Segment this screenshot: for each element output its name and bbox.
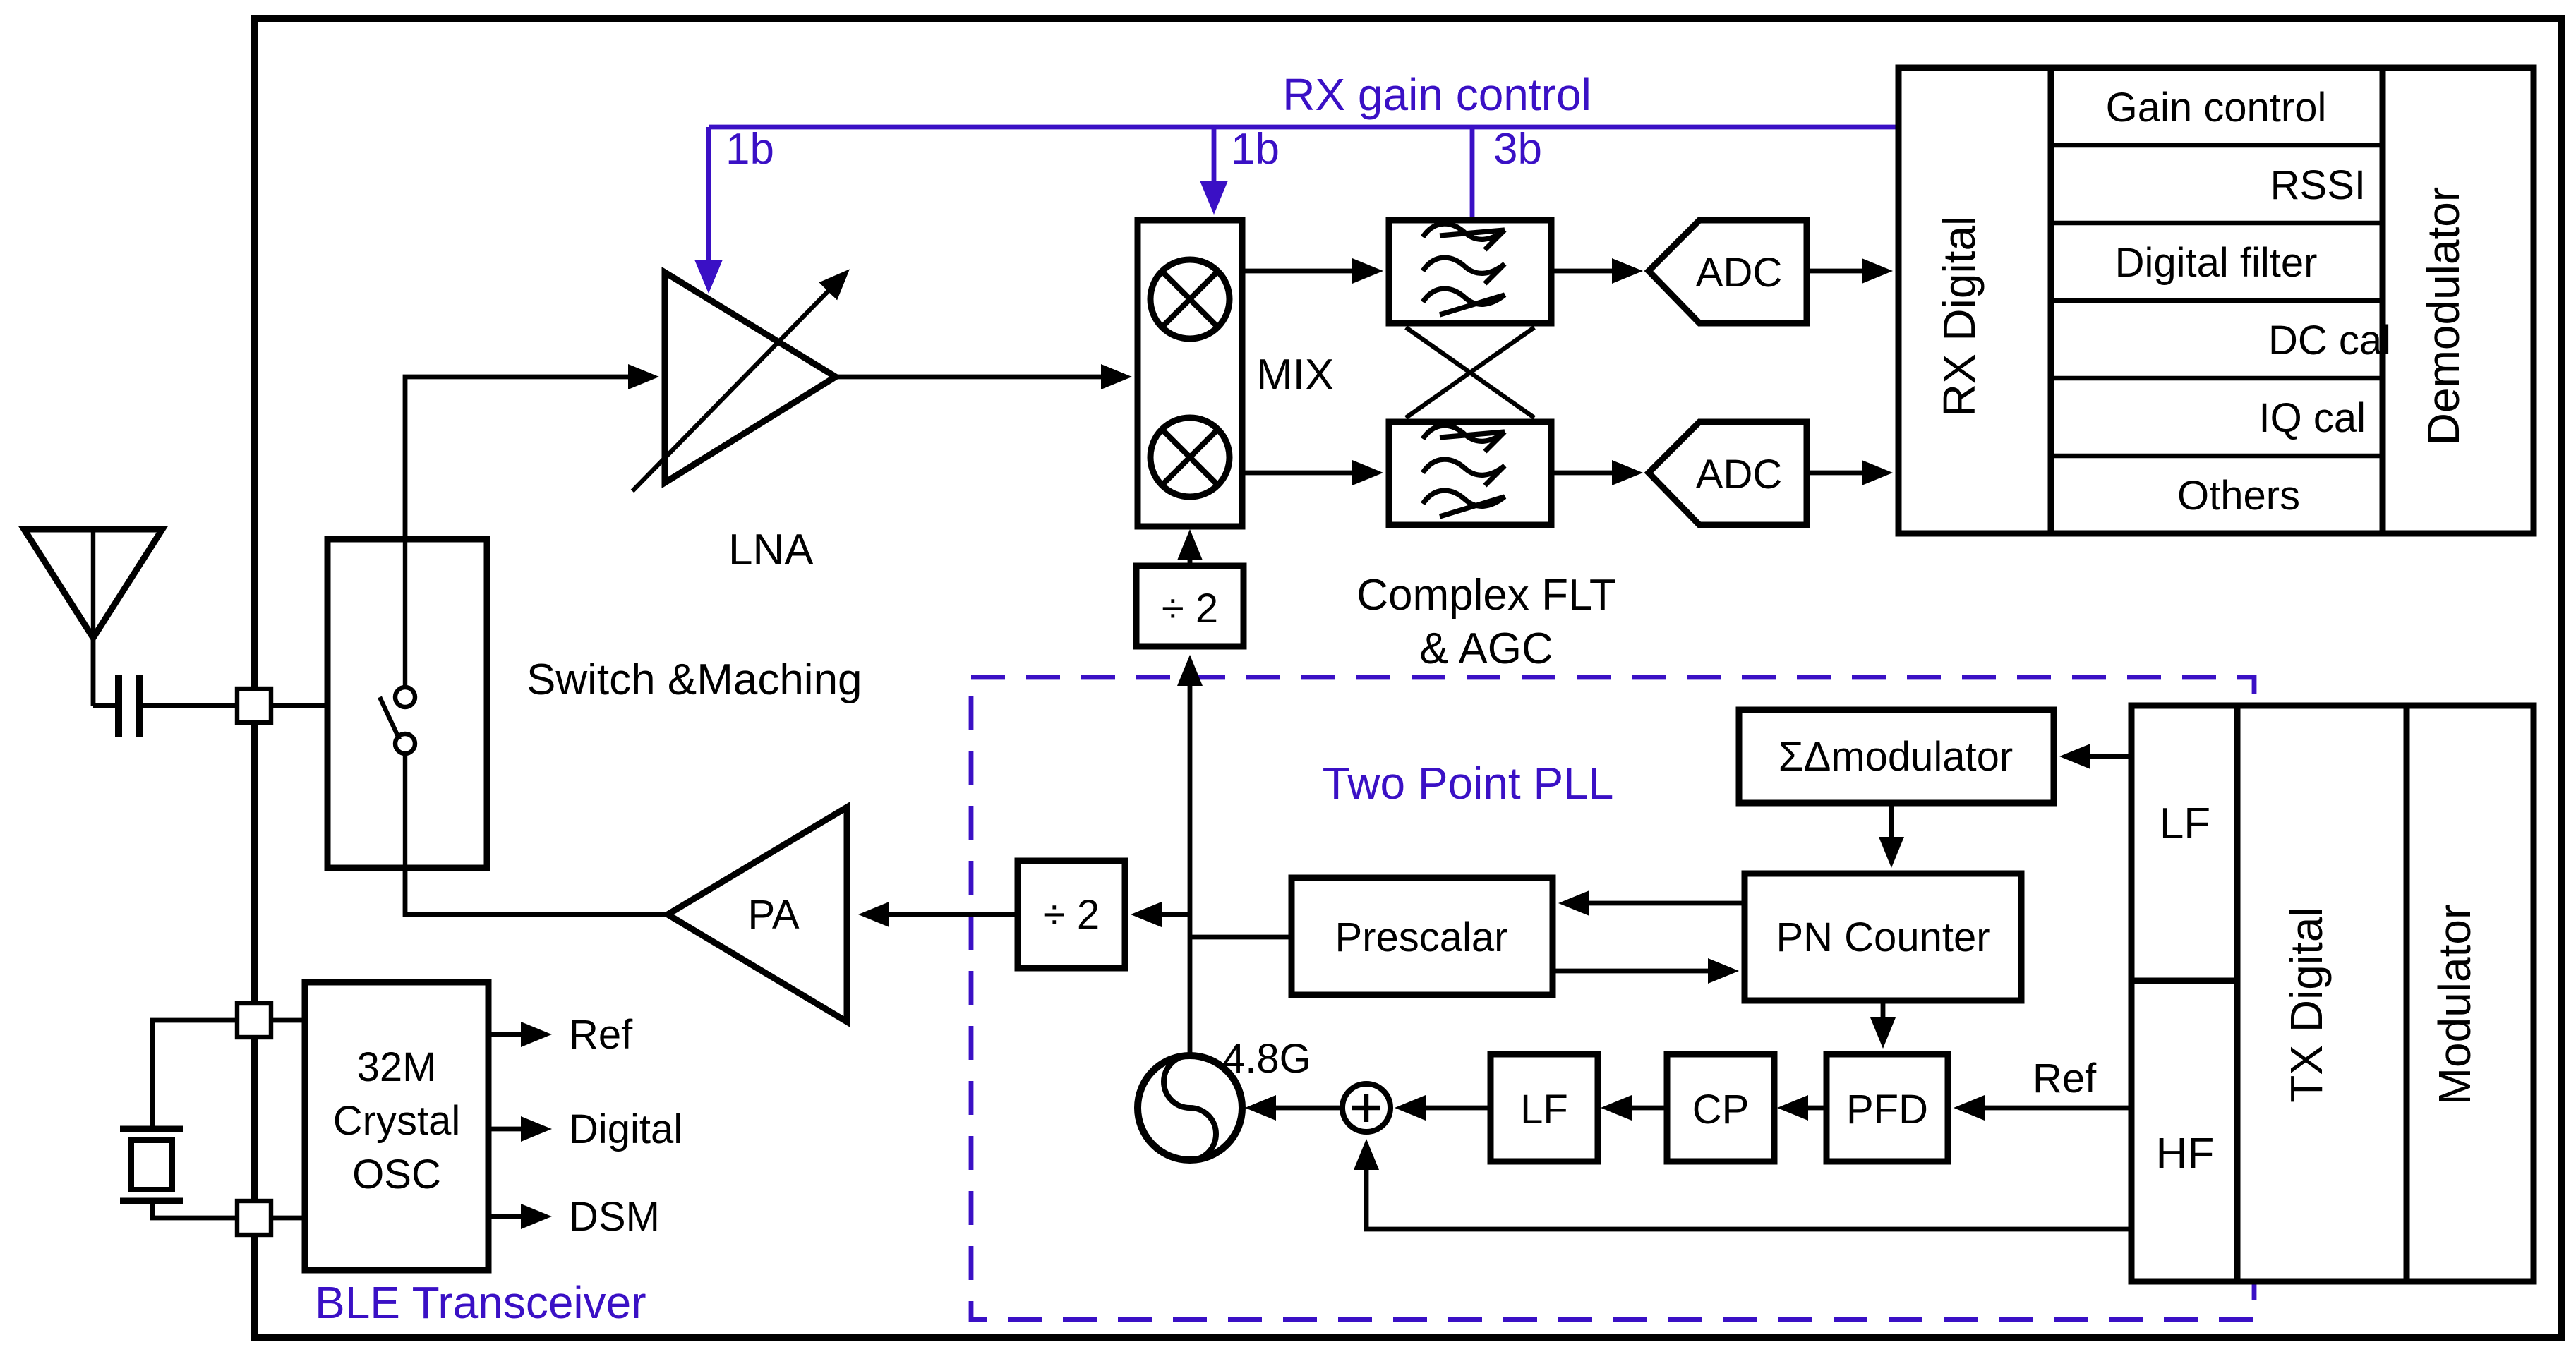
xtal-pin-node-bottom bbox=[234, 1198, 274, 1238]
rx-digital-label: RX Digital bbox=[1934, 216, 1985, 417]
tx-digital-label: TX Digital bbox=[2281, 907, 2332, 1102]
prescalar-label: Prescalar bbox=[1335, 914, 1508, 960]
rx-row-iq-cal: IQ cal bbox=[2259, 395, 2366, 441]
xtal-pin-node-top bbox=[234, 1001, 274, 1040]
complex-flt-caption-line1: Complex FLT bbox=[1356, 571, 1616, 620]
tx-div2-box bbox=[1014, 857, 1128, 972]
tx-div2-label: ÷ 2 bbox=[1043, 892, 1100, 938]
mixer-i-icon bbox=[1147, 256, 1233, 342]
pa-amplifier bbox=[661, 802, 850, 1027]
wire-switch-to-lna bbox=[402, 364, 659, 539]
tx-digital-block bbox=[2128, 702, 2537, 1285]
sum-node-icon bbox=[1340, 1081, 1393, 1135]
mixer-q-icon bbox=[1147, 414, 1233, 500]
mix-label: MIX bbox=[1256, 351, 1334, 399]
osc-out-ref-label: Ref bbox=[569, 1012, 633, 1058]
pfd-box bbox=[1823, 1051, 1951, 1165]
modulator-label: Modulator bbox=[2429, 905, 2480, 1106]
rx-row-dc-cal: DC cal bbox=[2268, 318, 2391, 363]
vco-icon bbox=[1134, 1052, 1246, 1164]
wire-crystal-top bbox=[150, 1017, 237, 1129]
charge-pump-label: CP bbox=[1692, 1087, 1750, 1132]
rx-row-separators bbox=[2051, 143, 2383, 459]
tap-mix-width-label: 1b bbox=[1231, 125, 1280, 174]
two-point-pll-label: Two Point PLL bbox=[1323, 758, 1614, 809]
osc-out-dsm-label: DSM bbox=[569, 1194, 660, 1240]
demodulator-label: Demodulator bbox=[2418, 187, 2469, 445]
osc-label-line2: Crystal bbox=[333, 1098, 460, 1144]
lna-label: LNA bbox=[728, 526, 814, 574]
tx-hf-label: HF bbox=[2156, 1130, 2215, 1178]
sdm-label: ΣΔmodulator bbox=[1778, 734, 2014, 780]
filter-waves-icon bbox=[1421, 221, 1507, 318]
pa-label: PA bbox=[747, 892, 799, 938]
osc-label-line3: OSC bbox=[352, 1152, 441, 1197]
pn-counter-label: PN Counter bbox=[1776, 914, 1990, 960]
pfd-label: PFD bbox=[1846, 1087, 1928, 1132]
antenna-icon bbox=[18, 526, 169, 706]
pll-ref-label: Ref bbox=[2033, 1056, 2097, 1101]
sdm-box bbox=[1735, 706, 2057, 807]
wire-crystal-bottom bbox=[150, 1201, 237, 1221]
rx-gain-control-label: RX gain control bbox=[1282, 69, 1591, 120]
filter-waves-icon bbox=[1421, 423, 1507, 519]
adc-i-label: ADC bbox=[1696, 250, 1782, 296]
antenna-port-node bbox=[234, 686, 274, 725]
iq-crossover-line bbox=[1404, 325, 1536, 420]
spdt-switch-icon bbox=[378, 539, 418, 868]
rx-div2-label: ÷ 2 bbox=[1162, 586, 1218, 632]
variable-gain-arrow-icon bbox=[630, 269, 850, 493]
rx-div2-box bbox=[1133, 562, 1247, 650]
rx-row-rssi: RSSI bbox=[2270, 162, 2366, 208]
capacitor-icon bbox=[93, 675, 237, 737]
tap-lna-width-label: 1b bbox=[726, 125, 774, 174]
prescalar-box bbox=[1288, 874, 1556, 998]
wire-hf-feedback-to-sum bbox=[1354, 1139, 2131, 1232]
pn-counter-box bbox=[1741, 870, 2025, 1004]
rx-row-gain-control: Gain control bbox=[2106, 85, 2327, 131]
crystal-osc-box bbox=[301, 979, 492, 1274]
vco-freq-label: 4.8G bbox=[1222, 1036, 1311, 1082]
crystal-icon bbox=[120, 1125, 183, 1204]
loop-filter-box bbox=[1487, 1051, 1601, 1165]
osc-label-line1: 32M bbox=[357, 1044, 437, 1090]
complex-flt-caption-line2: & AGC bbox=[1419, 624, 1553, 673]
loop-filter-label: LF bbox=[1520, 1087, 1568, 1132]
osc-out-digital-label: Digital bbox=[569, 1106, 682, 1152]
lna-amplifier bbox=[630, 266, 850, 493]
tap-agc-width-label: 3b bbox=[1493, 125, 1542, 174]
switch-matching-label: Switch &Maching bbox=[526, 656, 862, 704]
rx-row-others: Others bbox=[2177, 473, 2300, 519]
ble-transceiver-label: BLE Transceiver bbox=[315, 1277, 646, 1328]
tx-lf-label: LF bbox=[2160, 799, 2210, 848]
rx-row-digital-filter: Digital filter bbox=[2115, 240, 2318, 286]
wire-pa-to-switch bbox=[402, 868, 668, 917]
adc-q-label: ADC bbox=[1696, 452, 1782, 497]
